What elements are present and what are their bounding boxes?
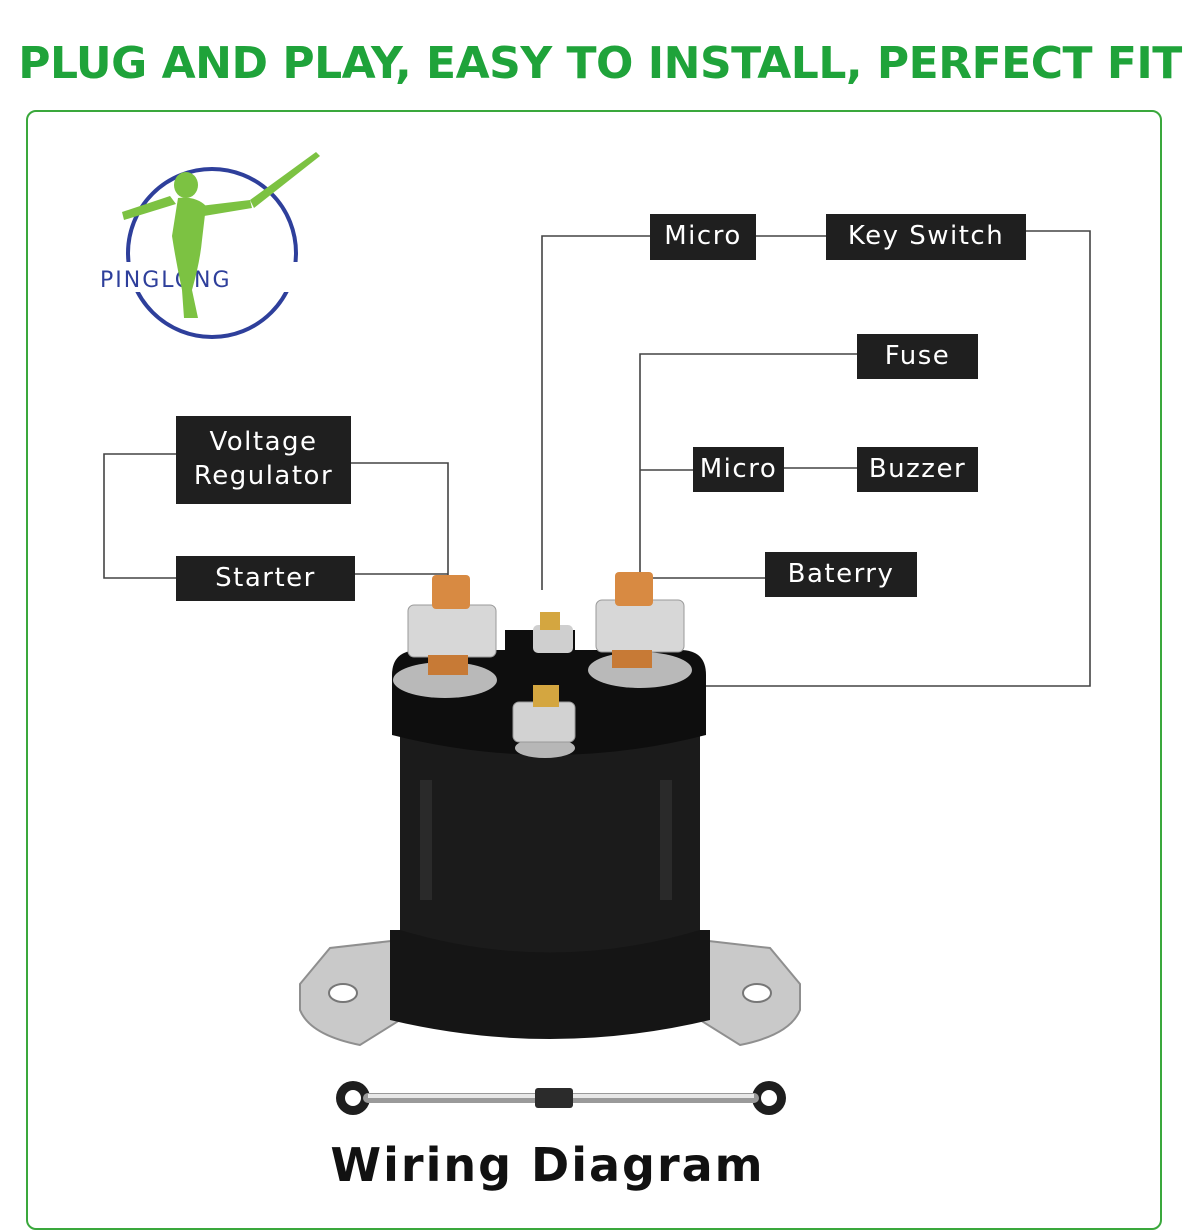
solenoid-base — [390, 930, 710, 1039]
terminal-small-back — [533, 612, 573, 653]
label-micro-mid: Micro — [693, 447, 784, 492]
logo-ring — [126, 167, 298, 339]
diode-cable — [336, 1081, 786, 1115]
label-fuse: Fuse — [857, 334, 978, 379]
diagram-canvas: PINGLONG — [100, 152, 1091, 1115]
mount-hole-right — [742, 983, 772, 1003]
terminal-right — [588, 572, 692, 688]
wire-fuse — [639, 353, 857, 580]
diode-icon — [535, 1088, 573, 1108]
terminal-left — [393, 575, 497, 698]
label-buzzer: Buzzer — [857, 447, 978, 492]
headline: PLUG AND PLAY, EASY TO INSTALL, PERFECT … — [18, 38, 1182, 89]
diagram-caption: Wiring Diagram — [330, 1138, 765, 1192]
wire-keyswitch — [700, 230, 1091, 687]
label-battery: Baterry — [765, 552, 917, 597]
terminal-small-front — [512, 685, 576, 758]
pinglong-logo: PINGLONG — [100, 152, 320, 339]
mount-hole-left — [328, 983, 358, 1003]
label-key-switch: Key Switch — [826, 214, 1026, 260]
wiring-lines — [103, 230, 1091, 687]
golfer-icon — [122, 152, 320, 318]
wire-regulator-starter — [103, 453, 176, 579]
wire-micro-top — [541, 235, 650, 590]
solenoid-body — [400, 690, 700, 953]
label-starter: Starter — [176, 556, 355, 601]
label-voltage-regulator: Voltage Regulator — [176, 416, 351, 504]
wire-voltage-regulator — [351, 462, 449, 580]
label-micro-top: Micro — [650, 214, 756, 260]
solenoid — [299, 572, 801, 1047]
logo-text: PINGLONG — [100, 268, 232, 293]
